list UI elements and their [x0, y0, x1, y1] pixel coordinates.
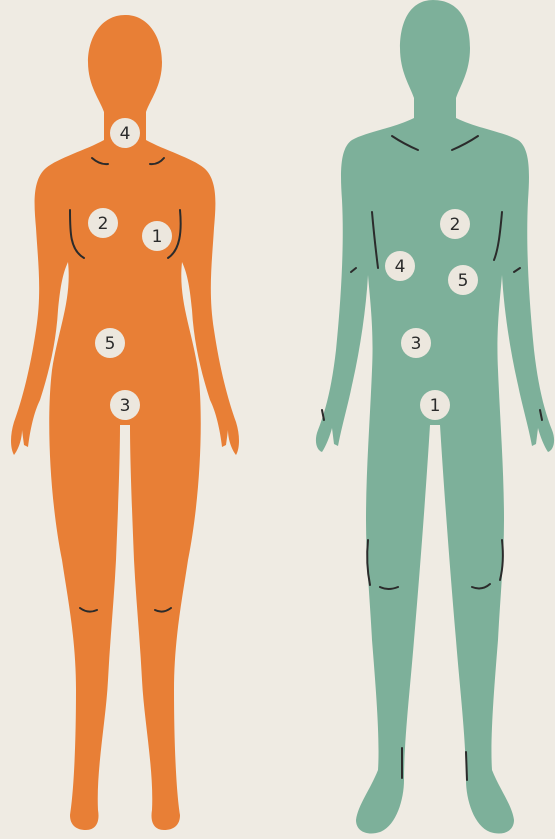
female-marker-3-label: 3 [120, 396, 131, 416]
male-marker-5-label: 5 [458, 271, 469, 291]
female-marker-3: 3 [110, 390, 140, 420]
female-marker-4: 4 [110, 118, 140, 148]
male-marker-2: 2 [440, 209, 470, 239]
male-figure: 2 4 5 3 1 [316, 0, 554, 834]
male-marker-5: 5 [448, 265, 478, 295]
female-figure: 4 2 1 5 3 [11, 15, 239, 830]
female-marker-5: 5 [95, 328, 125, 358]
male-marker-3: 3 [401, 328, 431, 358]
male-marker-3-label: 3 [411, 334, 422, 354]
male-ankle-right [466, 752, 467, 780]
female-marker-2: 2 [88, 208, 118, 238]
female-marker-1: 1 [142, 221, 172, 251]
male-marker-2-label: 2 [450, 215, 461, 235]
female-marker-2-label: 2 [98, 214, 109, 234]
female-marker-1-label: 1 [152, 227, 163, 247]
male-marker-1: 1 [420, 390, 450, 420]
female-marker-4-label: 4 [120, 124, 131, 144]
male-marker-1-label: 1 [430, 396, 441, 416]
male-marker-4: 4 [385, 251, 415, 281]
female-marker-5-label: 5 [105, 334, 116, 354]
male-marker-4-label: 4 [395, 257, 406, 277]
